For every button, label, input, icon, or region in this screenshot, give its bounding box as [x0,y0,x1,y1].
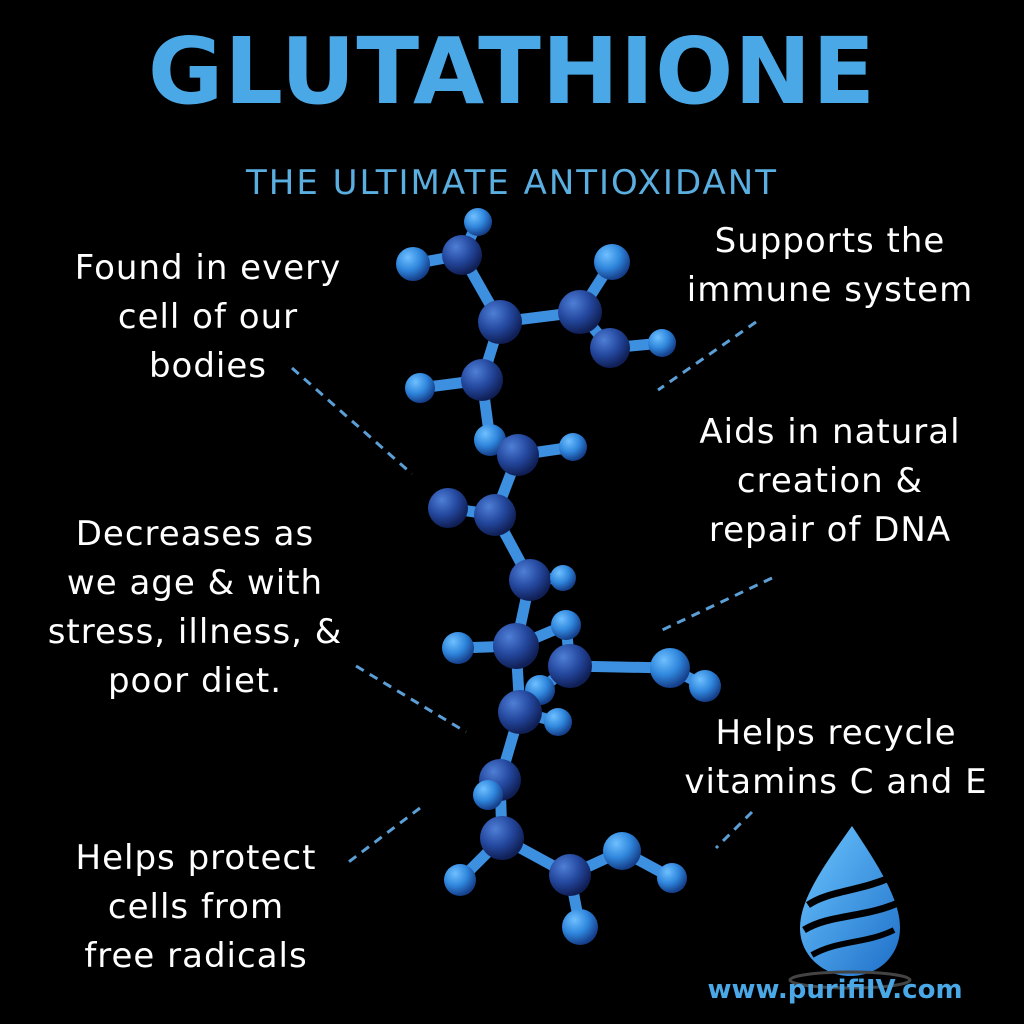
molecule-atom [603,832,641,870]
molecule-atom [396,247,430,281]
fact-line: Aids in natural [699,412,961,452]
molecule-atom [428,488,468,528]
molecule-atom [498,690,542,734]
page-subtitle: THE ULTIMATE ANTIOXIDANT [245,163,779,203]
molecule-atom [544,708,572,736]
fact-line: Found in every [74,248,342,288]
molecule-atom [442,235,482,275]
connector-line [355,664,467,734]
molecule-atom [444,864,476,896]
fact-line: Helps recycle [715,713,957,753]
molecule-atom [594,244,630,280]
fact-supports-immune-system: Supports the immune system [640,217,1020,315]
molecule-atom [478,300,522,344]
fact-recycles-vitamins: Helps recycle vitamins C and E [648,709,1024,807]
molecule-atom [548,644,592,688]
molecule-atom [562,909,598,945]
molecule-atom [474,424,506,456]
molecule-atom [509,559,551,601]
connector-line [657,576,773,634]
molecule-atom [558,290,602,334]
molecule-atom [551,610,581,640]
fact-line: vitamins C and E [684,762,988,802]
fact-protects-cells: Helps protect cells from free radicals [16,834,376,981]
fact-aids-dna: Aids in natural creation & repair of DNA [640,408,1020,555]
molecule-atom [474,494,516,536]
connector-line [714,810,754,850]
connector-line [657,320,757,392]
fact-line: repair of DNA [708,510,952,550]
fact-decreases-with-age: Decreases as we age & with stress, illne… [8,510,382,706]
fact-line: free radicals [84,936,308,976]
molecule-atom [464,208,492,236]
molecule-atom [405,373,435,403]
fact-line: creation & [736,461,924,501]
molecule-atom [493,623,539,669]
connector-line [291,366,413,476]
molecule-atom [442,632,474,664]
fact-line: immune system [686,270,974,310]
molecule-atom [657,863,687,893]
fact-line: bodies [148,346,268,386]
fact-line: cell of our [117,297,299,337]
fact-found-in-every-cell: Found in every cell of our bodies [28,244,388,391]
fact-line: cells from [107,887,285,927]
molecule-atom [648,329,676,357]
fact-line: Decreases as [75,514,315,554]
molecule-atom [689,670,721,702]
fact-line: we age & with [66,563,324,603]
molecule-atom [550,565,576,591]
molecule-atom [497,434,539,476]
fact-line: Helps protect [75,838,317,878]
molecule-atom [480,816,524,860]
page-title: GLUTATHIONE [147,18,877,125]
molecule-atom [461,359,503,401]
molecule-atom [473,780,503,810]
molecule-atom [650,648,690,688]
website-url: www.purifiIV.com [707,975,963,1005]
molecule-atom [559,433,587,461]
fact-line: stress, illness, & [47,612,343,652]
molecule-atom [590,328,630,368]
fact-line: poor diet. [107,661,283,701]
fact-line: Supports the [714,221,946,261]
molecule-atom [549,854,591,896]
